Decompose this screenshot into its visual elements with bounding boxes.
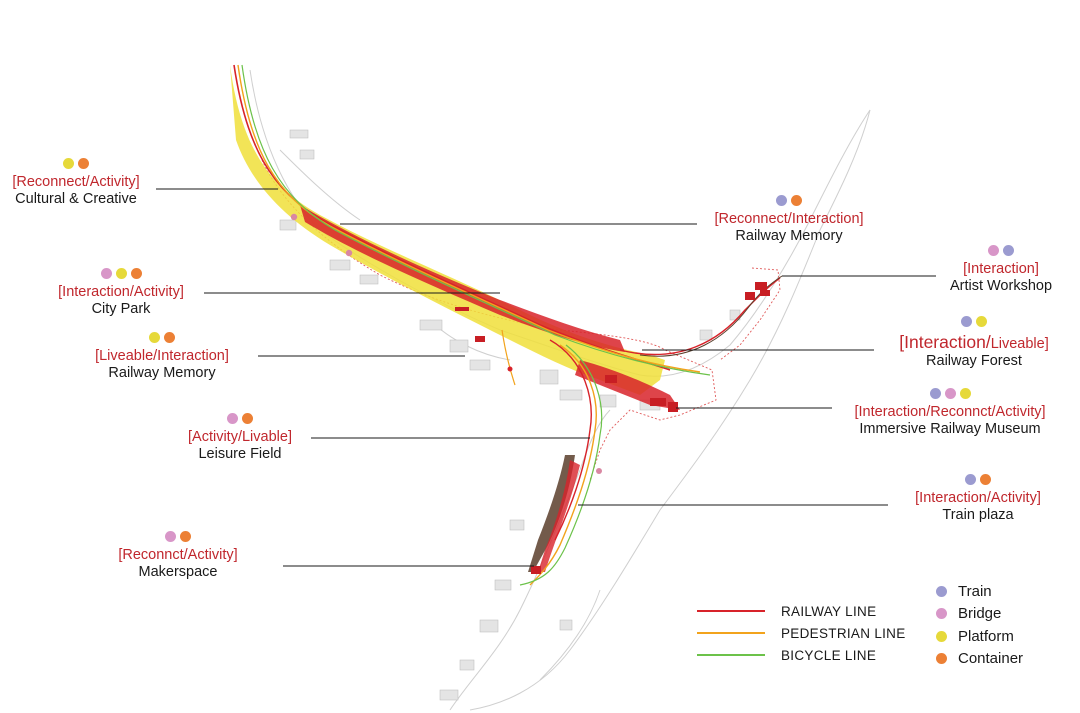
callout-dots: [876, 316, 1072, 328]
legend-label: Platform: [958, 627, 1014, 645]
callout-leisure-field: [Activity/Livable] Leisure Field: [172, 413, 308, 464]
platform-dot-icon: [149, 332, 160, 343]
legend-container: Container: [936, 648, 1023, 671]
callout-name: Train plaza: [942, 507, 1014, 524]
legend-bridge: Bridge: [936, 603, 1023, 626]
legend-label: Container: [958, 650, 1024, 668]
callout-name: Immersive Railway Museum: [859, 421, 1041, 438]
train-dot-icon: [965, 474, 976, 485]
callout-city-park: [Interaction/Activity] City Park: [40, 268, 202, 319]
callout-tag: [Reconnect/Activity]: [12, 174, 140, 190]
legend-label: RAILWAY LINE: [781, 603, 877, 619]
site-markers: [290, 213, 602, 474]
callout-immersive-railway-museum: [Interaction/Reconnct/Activity] Immersiv…: [832, 388, 1068, 439]
container-dot-icon: [791, 195, 802, 206]
callout-name: Cultural & Creative: [15, 191, 137, 208]
callout-cultural-creative: [Reconnect/Activity] Cultural & Creative: [0, 158, 152, 209]
callout-tag: [Interaction]: [963, 261, 1039, 277]
bicycle-line-swatch: [697, 653, 765, 657]
legend-platform: Platform: [936, 625, 1023, 648]
railway-corridor: [230, 65, 680, 572]
callout-dots: [0, 158, 152, 170]
container-dot-icon: [242, 413, 253, 424]
route-lines: [233, 64, 783, 586]
bridge-dot-icon: [100, 268, 112, 279]
platform-dot-icon: [115, 268, 127, 279]
callout-dots: [934, 245, 1068, 257]
railway-buildings: [455, 282, 770, 574]
platform-dot-icon: [63, 158, 74, 169]
train-dot-icon: [961, 316, 972, 327]
container-dot-icon: [164, 332, 175, 343]
dot-legend: Train Bridge Platform Container: [936, 580, 1023, 670]
railway-line-swatch: [697, 609, 765, 613]
callout-tag: [Reconnect/Interaction]: [714, 211, 864, 227]
pedestrian-line-swatch: [697, 631, 765, 635]
legend-railway-line: RAILWAY LINE: [697, 600, 906, 622]
callout-tag: [Reconnct/Activity]: [118, 547, 238, 563]
callout-dots: [698, 195, 880, 207]
bridge-dot-icon: [944, 388, 956, 399]
callout-name: Railway Memory: [108, 365, 216, 382]
callout-dots: [40, 268, 202, 280]
callout-dots: [892, 474, 1064, 486]
legend-label: PEDESTRIAN LINE: [781, 625, 906, 641]
platform-dot-icon: [936, 630, 947, 642]
container-dot-icon: [980, 474, 991, 485]
bridge-dot-icon: [988, 245, 999, 256]
callout-railway-memory-right: [Reconnect/Interaction] Railway Memory: [698, 195, 880, 246]
callout-name: Artist Workshop: [949, 278, 1053, 295]
callout-tag-sub: Liveable]: [990, 336, 1049, 352]
train-dot-icon: [776, 195, 787, 206]
container-dot-icon: [78, 158, 89, 169]
callout-name: Railway Memory: [735, 228, 843, 245]
legend-pedestrian-line: PEDESTRIAN LINE: [697, 622, 906, 644]
legend-bicycle-line: BICYCLE LINE: [697, 644, 906, 666]
container-dot-icon: [180, 531, 191, 542]
callout-dots: [78, 332, 246, 344]
callout-tag-main: [Interaction/: [899, 332, 991, 352]
bridge-dot-icon: [227, 413, 238, 424]
building-footprints: [279, 129, 741, 701]
callout-tag: [Interaction/Activity]: [915, 490, 1041, 506]
callout-name: City Park: [91, 301, 151, 318]
train-dot-icon: [936, 585, 947, 597]
platform-dot-icon: [959, 388, 971, 399]
callout-name: Leisure Field: [198, 446, 282, 463]
leader-lines: [156, 188, 936, 567]
legend-train: Train: [936, 580, 1023, 603]
legend-label: Train: [958, 582, 992, 600]
callout-makerspace: [Reconnct/Activity] Makerspace: [104, 531, 252, 582]
callout-artist-workshop: [Interaction] Artist Workshop: [934, 245, 1068, 296]
callout-tag: [Interaction/Reconnct/Activity]: [854, 404, 1046, 420]
callout-tag: [Interaction/Liveable]: [876, 332, 1072, 353]
callout-name: Makerspace: [138, 564, 218, 581]
callout-dots: [172, 413, 308, 425]
callout-name: Railway Forest: [926, 353, 1022, 370]
callout-tag: [Activity/Livable]: [188, 429, 292, 445]
callout-dots: [104, 531, 252, 543]
bridge-dot-icon: [936, 608, 947, 620]
callout-railway-memory-left: [Liveable/Interaction] Railway Memory: [78, 332, 246, 383]
legend-label: Bridge: [958, 605, 1002, 623]
line-legend: RAILWAY LINE PEDESTRIAN LINE BICYCLE LIN…: [697, 600, 906, 666]
train-dot-icon: [929, 388, 941, 399]
legend-label: BICYCLE LINE: [781, 647, 877, 663]
platform-dot-icon: [976, 316, 987, 327]
container-dot-icon: [936, 653, 947, 665]
callout-railway-forest: [Interaction/Liveable] Railway Forest: [876, 316, 1072, 371]
callout-tag: [Interaction/Activity]: [58, 284, 184, 300]
callout-dots: [832, 388, 1068, 400]
train-dot-icon: [1003, 245, 1014, 256]
container-dot-icon: [130, 268, 142, 279]
callout-train-plaza: [Interaction/Activity] Train plaza: [892, 474, 1064, 525]
callout-tag: [Liveable/Interaction]: [95, 348, 229, 364]
bridge-dot-icon: [165, 531, 176, 542]
